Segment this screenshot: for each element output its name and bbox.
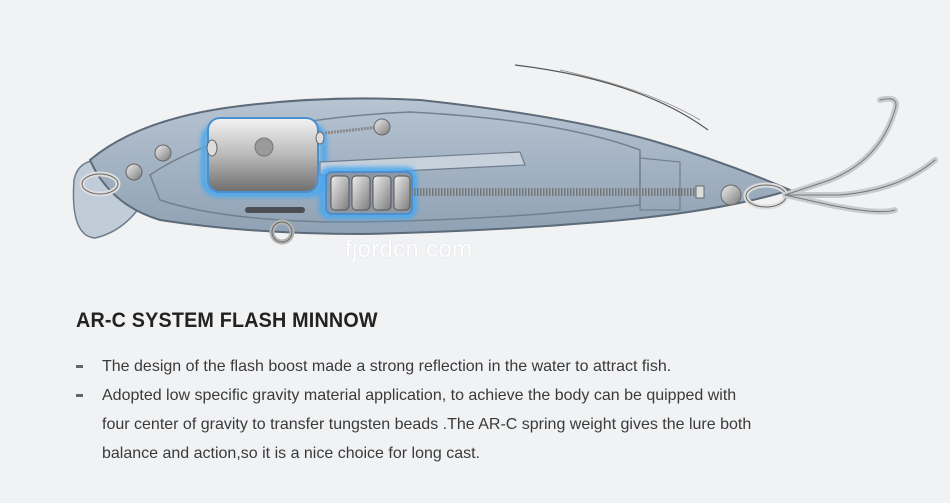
- motion-arc: [559, 69, 701, 121]
- watermark-text: fjordcn.com: [345, 236, 473, 263]
- minnow-lure-diagram: [72, 64, 938, 245]
- bullet-icon: [76, 394, 83, 397]
- motion-arc: [514, 64, 709, 131]
- feature-text: The design of the flash boost made a str…: [102, 358, 672, 375]
- feature-item: The design of the flash boost made a str…: [76, 352, 756, 381]
- front-spring: [324, 125, 381, 135]
- product-title: AR-C SYSTEM FLASH MINNOW: [76, 309, 378, 332]
- tungsten-bead: [372, 175, 392, 211]
- tungsten-bead: [330, 175, 350, 211]
- tungsten-bead: [351, 175, 371, 211]
- feature-item: Adopted low specific gravity material ap…: [76, 381, 756, 468]
- product-illustration: [72, 64, 938, 245]
- feature-text: Adopted low specific gravity material ap…: [102, 387, 752, 462]
- feature-list: The design of the flash boost made a str…: [76, 352, 756, 468]
- bullet-icon: [76, 365, 83, 368]
- tungsten-bead: [393, 175, 411, 211]
